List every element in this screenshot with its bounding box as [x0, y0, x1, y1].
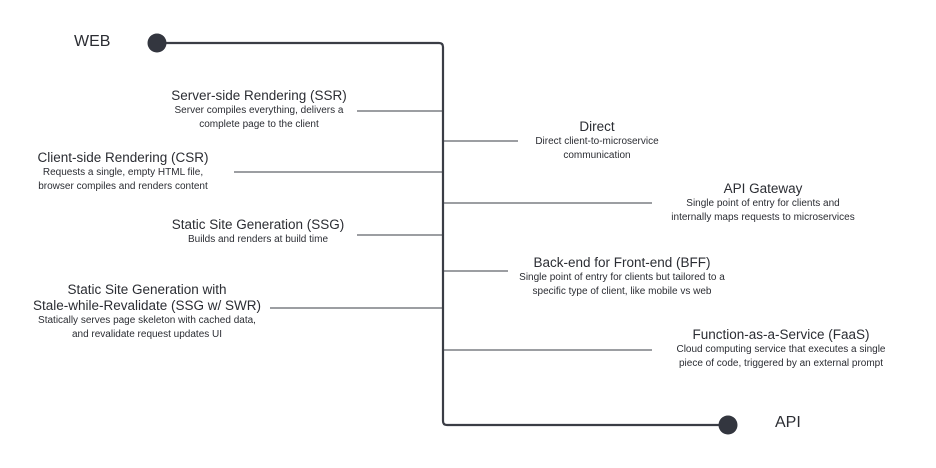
- faas-description-line-1: Cloud computing service that executes a …: [676, 344, 886, 355]
- ssr-item: Server-side Rendering (SSR) Server compi…: [171, 88, 347, 131]
- faas-title: Function-as-a-Service (FaaS): [692, 327, 870, 342]
- csr-description-line-2: browser compiles and renders content: [38, 180, 208, 192]
- ssg-swr-description-line-2: and revalidate request updates UI: [71, 328, 223, 340]
- web-to-api-spectrum-line: [157, 41, 728, 427]
- ssr-description-line-2: complete page to the client: [199, 118, 319, 130]
- ssr-title: Server-side Rendering (SSR): [171, 88, 347, 103]
- web-label: WEB: [74, 33, 111, 50]
- api-endpoint-dot: [718, 415, 738, 435]
- ssg-swr-title-line-2: Stale-while-Revalidate (SSG w/ SWR): [32, 298, 262, 313]
- ssg-item: Static Site Generation (SSG) Builds and …: [172, 217, 345, 247]
- ssg-swr-title-line-1: Static Site Generation with: [67, 282, 227, 297]
- api-gateway-description-line-1: Single point of entry for clients and: [686, 198, 840, 209]
- ssg-swr-description-line-1: Statically serves page skeleton with cac…: [38, 315, 256, 326]
- faas-description-line-2: piece of code, triggered by an external …: [678, 357, 884, 369]
- api-gateway-title: API Gateway: [723, 181, 803, 196]
- faas-item: Function-as-a-Service (FaaS) Cloud compu…: [676, 327, 885, 370]
- direct-description-line-2: communication: [563, 149, 631, 161]
- ssr-description-line-1: Server compiles everything, delivers a: [174, 105, 344, 116]
- api-gateway-description-line-2: internally maps requests to microservice…: [671, 211, 855, 223]
- direct-item: Direct Direct client-to-microservice com…: [535, 119, 658, 162]
- csr-description-line-1: Requests a single, empty HTML file,: [42, 167, 204, 178]
- csr-title: Client-side Rendering (CSR): [37, 150, 209, 165]
- ssg-title: Static Site Generation (SSG): [171, 217, 345, 232]
- direct-title: Direct: [579, 119, 615, 134]
- bff-title: Back-end for Front-end (BFF): [533, 255, 711, 270]
- csr-item: Client-side Rendering (CSR) Requests a s…: [37, 150, 208, 193]
- ssg-description-line-1: Builds and renders at build time: [187, 234, 329, 245]
- api-gateway-item: API Gateway Single point of entry for cl…: [671, 181, 854, 224]
- api-label: API: [775, 414, 801, 431]
- ssg-swr-item: Static Site Generation with Stale-while-…: [33, 282, 261, 341]
- web-endpoint-dot: [147, 33, 167, 53]
- direct-description-line-1: Direct client-to-microservice: [535, 136, 659, 147]
- bff-description-line-2: specific type of client, like mobile vs …: [532, 285, 712, 297]
- bff-description-line-1: Single point of entry for clients but ta…: [519, 272, 725, 283]
- bff-item: Back-end for Front-end (BFF) Single poin…: [519, 255, 725, 298]
